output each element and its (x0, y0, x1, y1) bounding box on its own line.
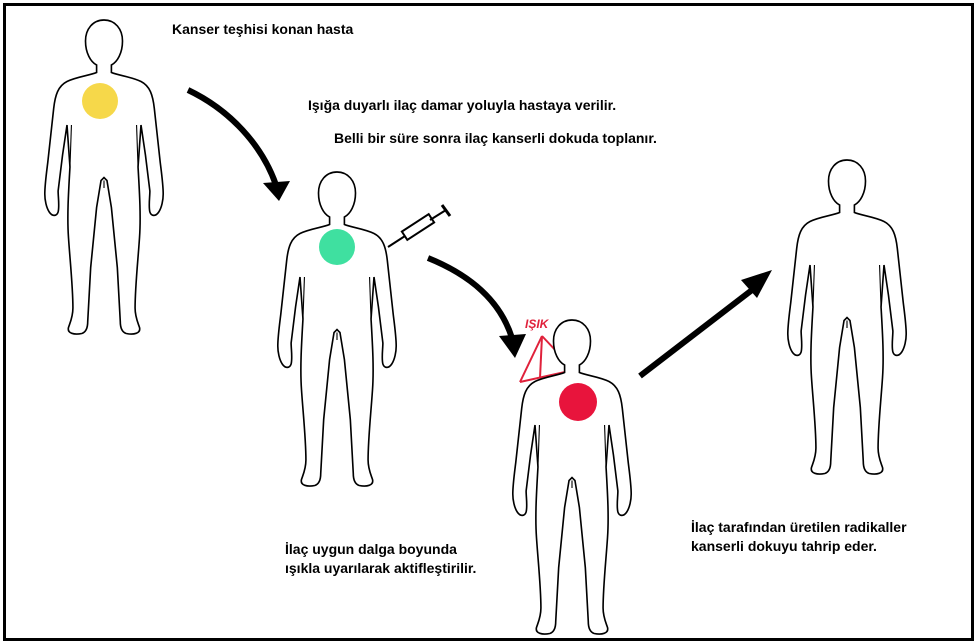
syringe-icon (388, 205, 450, 247)
caption-step-2-line-2-text: Belli bir süre sonra ilaç kanserli dokud… (334, 129, 657, 148)
patient-figure-1 (45, 20, 163, 334)
caption-step-1-text: Kanser teşhisi konan hasta (172, 20, 353, 39)
caption-step-3-line-1: İlaç uygun dalga boyunda (285, 540, 476, 559)
caption-step-4-line-1: İlaç tarafından üretilen radikaller (691, 518, 907, 537)
caption-step-4-line-2: kanserli dokuyu tahrip eder. (691, 537, 907, 556)
caption-step-3-line-2: ışıkla uyarılarak aktifleştirilir. (285, 559, 476, 578)
caption-step-2-line-1: Işığa duyarlı ilaç damar yoluyla hastaya… (308, 96, 616, 115)
arrow-step-1 (188, 90, 276, 185)
tumor-activated (559, 383, 597, 421)
tumor-initial (82, 83, 118, 119)
caption-step-2-line-1-text: Işığa duyarlı ilaç damar yoluyla hastaya… (308, 96, 616, 115)
patient-figure-2 (278, 172, 396, 486)
patient-figure-4 (788, 160, 906, 474)
caption-step-4: İlaç tarafından üretilen radikaller kans… (691, 518, 907, 556)
arrow-step-1-head (263, 181, 290, 201)
caption-step-2-line-2: Belli bir süre sonra ilaç kanserli dokud… (334, 129, 657, 148)
arrow-step-3 (640, 290, 752, 376)
arrow-step-2-head (499, 334, 526, 358)
patient-figure-3 (513, 320, 631, 634)
arrow-step-2 (428, 258, 512, 338)
caption-step-1: Kanser teşhisi konan hasta (172, 20, 353, 39)
light-label: IŞIK (525, 317, 550, 331)
caption-step-3: İlaç uygun dalga boyunda ışıkla uyarılar… (285, 540, 476, 578)
tumor-drug (319, 229, 355, 265)
